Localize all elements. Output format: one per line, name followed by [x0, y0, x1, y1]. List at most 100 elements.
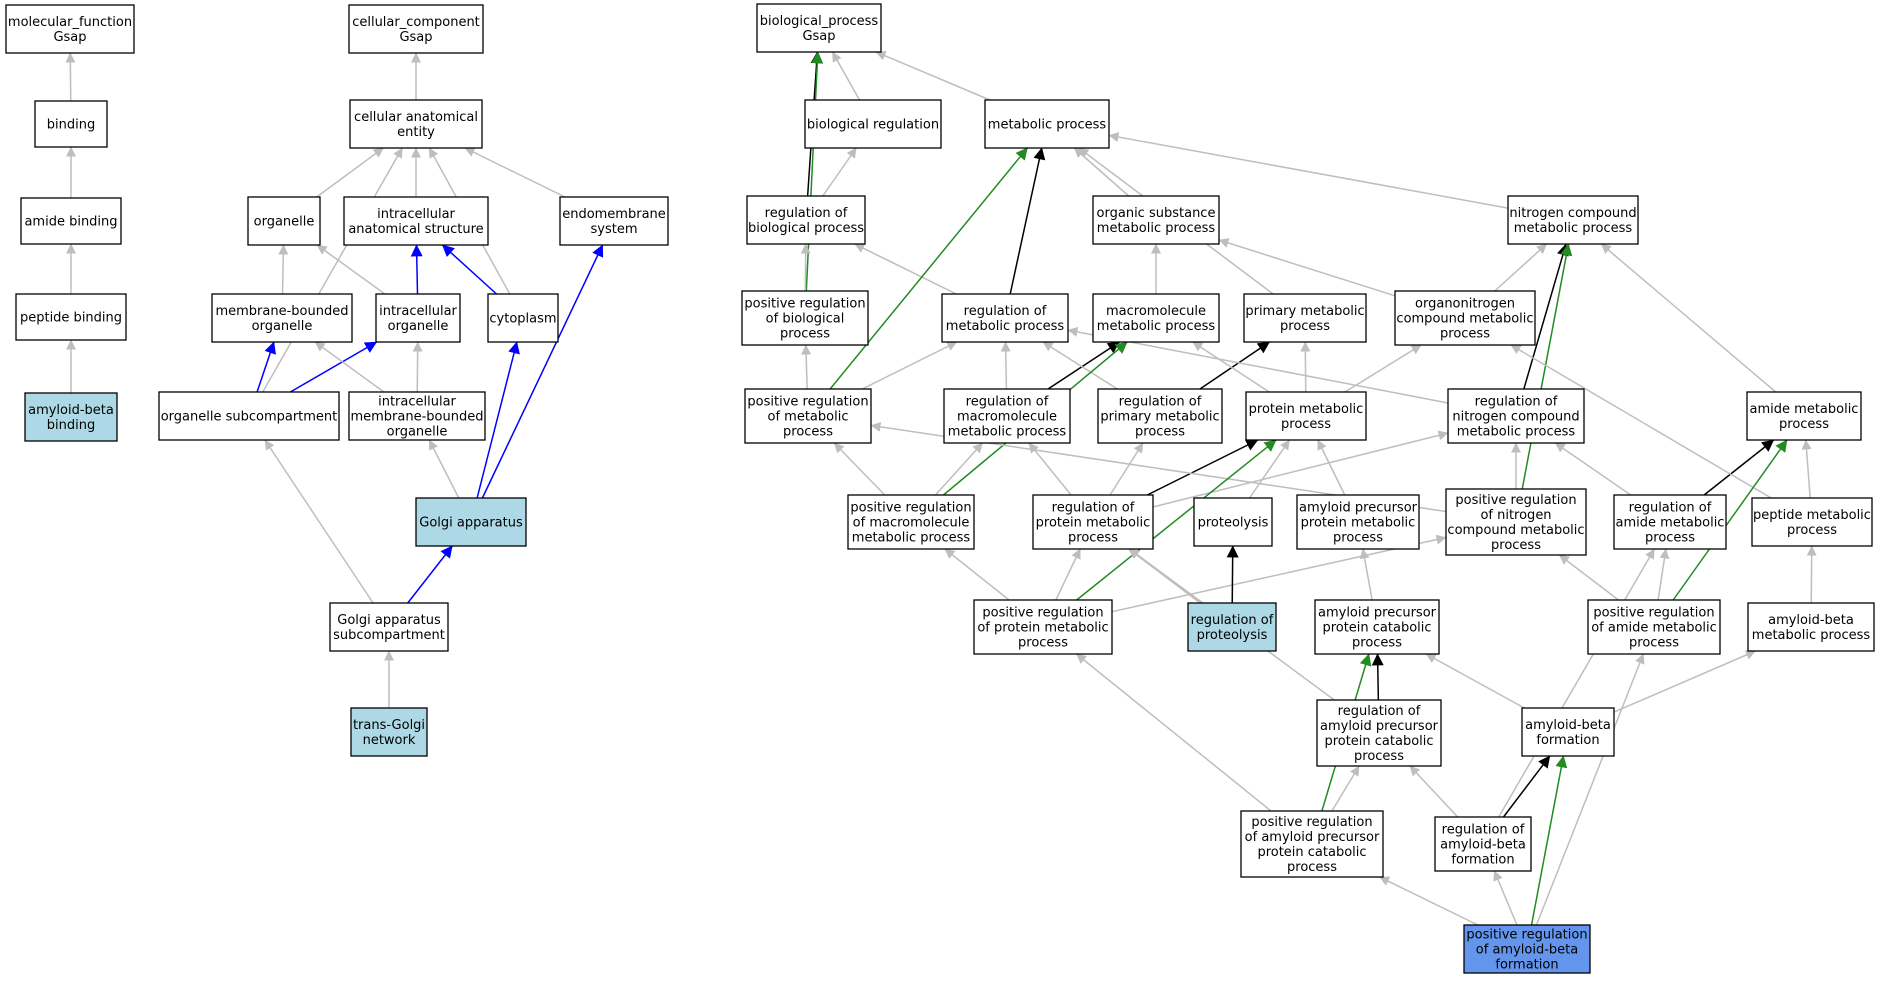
term-box[interactable] [247, 196, 321, 246]
term-box[interactable] [1613, 494, 1727, 550]
term-box[interactable] [415, 497, 527, 547]
term-box[interactable] [1296, 494, 1420, 550]
term-box[interactable] [1394, 290, 1536, 346]
term-box[interactable] [559, 196, 669, 246]
term-box[interactable] [487, 293, 559, 343]
term-node-cytoplasm[interactable]: cytoplasm [487, 293, 559, 343]
term-box[interactable] [1587, 599, 1721, 655]
term-box[interactable] [746, 195, 866, 245]
term-box[interactable] [1187, 602, 1277, 652]
term-box[interactable] [1747, 602, 1875, 652]
term-box[interactable] [1746, 391, 1862, 441]
term-box[interactable] [1447, 388, 1585, 444]
term-box[interactable] [1193, 497, 1273, 547]
term-box[interactable] [211, 293, 353, 343]
term-box[interactable] [329, 602, 449, 652]
term-box[interactable] [24, 392, 118, 442]
term-node-amide-binding[interactable]: amide binding [20, 197, 122, 245]
term-box[interactable] [984, 99, 1110, 149]
term-box[interactable] [847, 494, 975, 550]
term-node-binding[interactable]: binding [34, 100, 108, 148]
term-box[interactable] [1240, 810, 1384, 878]
term-box[interactable] [1463, 924, 1591, 974]
term-box[interactable] [973, 599, 1113, 655]
term-box[interactable] [1751, 497, 1873, 547]
term-node-proteolysis[interactable]: proteolysis [1193, 497, 1273, 547]
term-node-organelle[interactable]: organelle [247, 196, 321, 246]
term-box[interactable] [1507, 195, 1639, 245]
term-box[interactable] [941, 293, 1069, 343]
term-box[interactable] [1092, 293, 1220, 343]
term-box[interactable] [744, 388, 872, 444]
term-box[interactable] [1314, 599, 1440, 655]
term-box[interactable] [5, 4, 135, 54]
term-box[interactable] [1445, 488, 1587, 556]
term-box[interactable] [1316, 699, 1442, 767]
term-box[interactable] [34, 100, 108, 148]
term-node-bio-reg[interactable]: biological regulation [804, 99, 942, 149]
term-box[interactable] [348, 4, 484, 54]
term-box[interactable] [375, 293, 461, 343]
term-box[interactable] [1092, 195, 1220, 245]
term-box[interactable] [756, 3, 882, 53]
term-box[interactable] [1032, 494, 1154, 550]
term-box[interactable] [158, 391, 340, 441]
term-box[interactable] [943, 388, 1071, 444]
term-box[interactable] [349, 99, 483, 149]
term-node-metab[interactable]: metabolic process [984, 99, 1110, 149]
term-box[interactable] [1434, 816, 1532, 872]
term-box[interactable] [20, 197, 122, 245]
term-box[interactable] [1097, 388, 1223, 444]
term-box[interactable] [348, 391, 486, 441]
term-box[interactable] [1245, 391, 1367, 441]
term-box[interactable] [350, 707, 428, 757]
term-box[interactable] [1243, 293, 1367, 343]
term-box[interactable] [15, 293, 127, 341]
term-box[interactable] [1521, 707, 1615, 757]
term-node-golgi[interactable]: Golgi apparatus [415, 497, 527, 547]
term-box[interactable] [343, 196, 489, 246]
term-box[interactable] [741, 290, 869, 346]
term-node-peptide-binding[interactable]: peptide binding [15, 293, 127, 341]
